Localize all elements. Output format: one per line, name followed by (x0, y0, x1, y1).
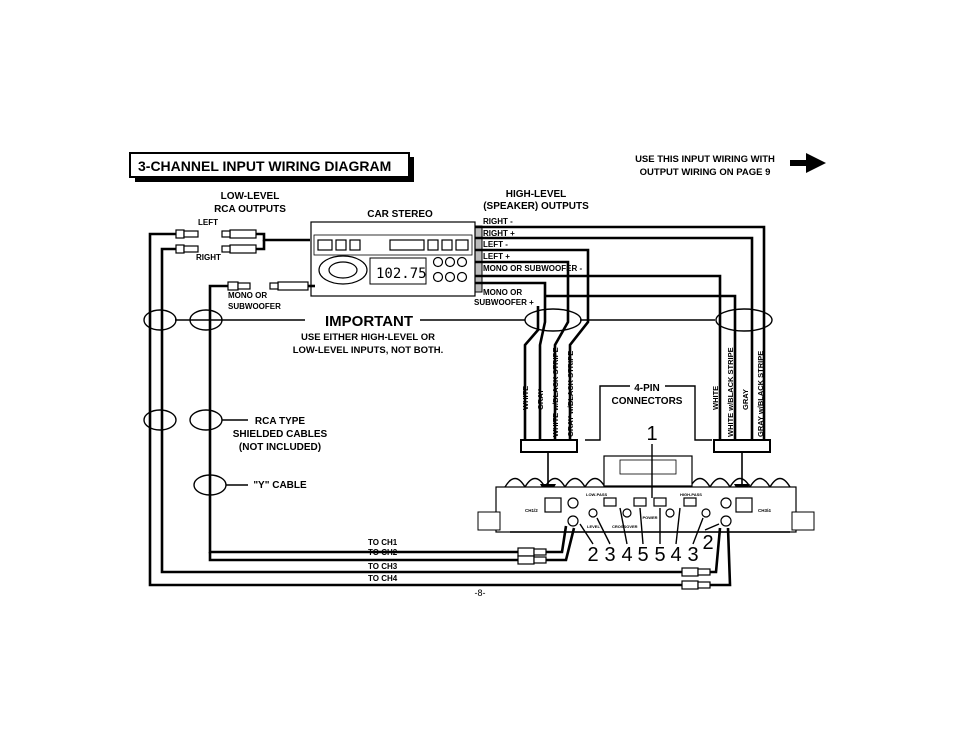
car-stereo: 102.75 (310, 221, 483, 297)
y-cable-runs (545, 525, 732, 587)
wire-color-left-gray: GRAY (536, 389, 545, 410)
amp-ch12-label: CH1/2 (525, 508, 538, 513)
stereo-display: 102.75 (376, 266, 427, 282)
high-level-label-1: HIGH-LEVEL (506, 189, 567, 200)
rca-plug-right-icon (175, 244, 257, 254)
amp-ch34-label: CH3/4 (758, 508, 771, 513)
wire-label-mono-pos-2: SUBWOOFER + (474, 298, 534, 307)
amp-crossover-label: CROSSOVER (612, 524, 638, 529)
rca-plug-ch3-icon (681, 567, 711, 577)
rca-type-label-2: SHIELDED CABLES (233, 429, 328, 440)
callout-5-right: 5 (654, 544, 665, 566)
arrow-right-icon (790, 153, 826, 173)
wire-color-right-gray: GRAY (741, 389, 750, 410)
important-markers (143, 308, 773, 496)
callout-2-left: 2 (587, 544, 598, 566)
important-label: IMPORTANT (325, 313, 413, 330)
amp-high-pass-label: HIGH-PASS (680, 492, 702, 497)
wire-color-left-white-stripe: WHITE w/BLACK STRIPE (551, 347, 560, 437)
rca-type-label-1: RCA TYPE (255, 416, 306, 427)
important-sub-2: LOW-LEVEL INPUTS, NOT BOTH. (293, 345, 444, 356)
y-cable-label: "Y" CABLE (253, 480, 307, 491)
wire-color-right-gray-stripe: GRAY w/BLACK STRIPE (756, 351, 765, 437)
wire-color-left-gray-stripe: GRAY w/BLACK STRIPE (566, 351, 575, 437)
left-label: LEFT (198, 218, 218, 227)
amplifier (477, 455, 815, 533)
car-stereo-label: CAR STEREO (367, 209, 433, 220)
callout-3-right: 3 (687, 544, 698, 566)
page-title: 3-CHANNEL INPUT WIRING DIAGRAM (138, 158, 391, 174)
channel-label-ch2: TO CH2 (368, 548, 398, 557)
callout-2-right: 2 (702, 532, 713, 554)
callout-3-left: 3 (604, 544, 615, 566)
wire-label-right-neg: RIGHT - (483, 217, 513, 226)
rca-plug-mono-icon (227, 281, 309, 291)
wire-label-left-neg: LEFT - (483, 240, 508, 249)
wire-label-mono-pos-1: MONO OR (483, 288, 522, 297)
callout-4-right: 4 (670, 544, 681, 566)
important-sub-1: USE EITHER HIGH-LEVEL OR (301, 332, 435, 343)
connectors-label-2: CONNECTORS (612, 396, 683, 407)
speaker-wires (475, 225, 766, 440)
note-line-2: OUTPUT WIRING ON PAGE 9 (640, 167, 771, 178)
channel-label-ch3: TO CH3 (368, 562, 398, 571)
callout-4-left: 4 (621, 544, 632, 566)
channel-label-ch1: TO CH1 (368, 538, 398, 547)
wire-color-left-white: WHITE (521, 386, 530, 410)
wire-label-right-pos: RIGHT + (483, 229, 515, 238)
wire-label-mono-neg: MONO OR SUBWOOFER - (483, 264, 582, 273)
amp-power-label: POWER (642, 515, 657, 520)
note-line-1: USE THIS INPUT WIRING WITH (635, 154, 775, 165)
callout-1: 1 (646, 423, 657, 445)
wire-color-right-white-stripe: WHITE w/BLACK STRIPE (726, 347, 735, 437)
channel-label-ch4: TO CH4 (368, 574, 398, 583)
rca-plug-ch4-icon (681, 580, 711, 590)
high-level-label-2: (SPEAKER) OUTPUTS (483, 201, 589, 212)
page-number: -8- (475, 588, 486, 598)
title-box: 3-CHANNEL INPUT WIRING DIAGRAM (129, 152, 414, 182)
rca-type-label-3: (NOT INCLUDED) (239, 442, 321, 453)
callout-leader-lines (579, 507, 720, 545)
amp-level-label: LEVEL (587, 524, 600, 529)
mono-label-2: SUBWOOFER (228, 302, 281, 311)
low-level-label-1: LOW-LEVEL (221, 191, 280, 202)
mono-label-1: MONO OR (228, 291, 267, 300)
wire-label-left-pos: LEFT + (483, 252, 510, 261)
callout-5-left: 5 (637, 544, 648, 566)
connectors-label-1: 4-PIN (634, 383, 660, 394)
wire-color-right-white: WHITE (711, 386, 720, 410)
low-level-label-2: RCA OUTPUTS (214, 204, 286, 215)
rca-plug-left-icon (175, 229, 257, 239)
rca-plug-ch1-icon (517, 547, 547, 557)
rca-plug-ch2-icon (517, 555, 547, 565)
right-label: RIGHT (196, 253, 221, 262)
amp-low-pass-label: LOW-PASS (586, 492, 608, 497)
